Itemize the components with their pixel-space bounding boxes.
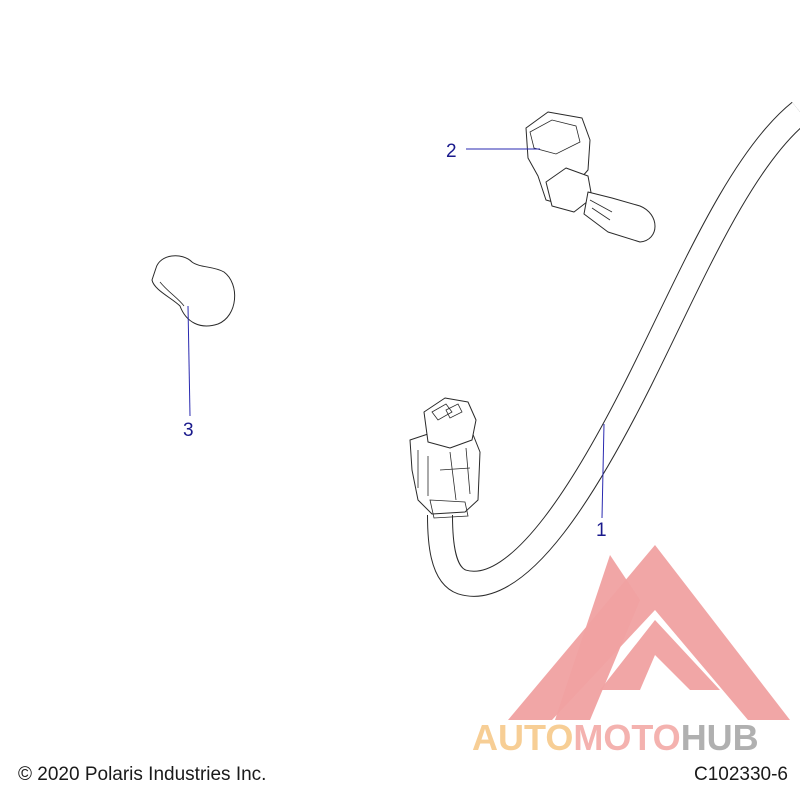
boot-shading (159, 281, 185, 307)
part-1-harness (409, 101, 800, 597)
automotohub-logo (508, 545, 790, 720)
logo-inner-g (600, 620, 720, 690)
copyright-text: © 2020 Polaris Industries Inc. (18, 764, 267, 785)
harness-connector-collar (429, 499, 469, 519)
logo-inner-m (555, 555, 640, 720)
harness-connector-top (423, 397, 477, 449)
watermark-auto: AUTO (472, 717, 573, 758)
callout-1: 1 (596, 520, 607, 541)
leader-line-3 (187, 305, 191, 417)
callout-2: 2 (446, 141, 457, 162)
leader-line-1 (601, 423, 605, 519)
bulb-filament (589, 199, 613, 221)
watermark-moto: MOTO (573, 717, 680, 758)
part-2-bulb (525, 111, 656, 243)
boot-body (151, 255, 236, 327)
harness-connector-latch (417, 447, 471, 501)
diagram-id: C102330-6 (693, 764, 788, 785)
part-3-boot (151, 255, 236, 327)
watermark-text: AUTOMOTOHUB (472, 717, 759, 758)
callout-3: 3 (183, 420, 194, 441)
bulb-glass (583, 191, 656, 243)
harness-connector-pins (431, 403, 463, 421)
watermark-hub: HUB (681, 717, 759, 758)
bulb-socket-plug (529, 119, 581, 155)
harness-cable-fill (428, 102, 800, 596)
